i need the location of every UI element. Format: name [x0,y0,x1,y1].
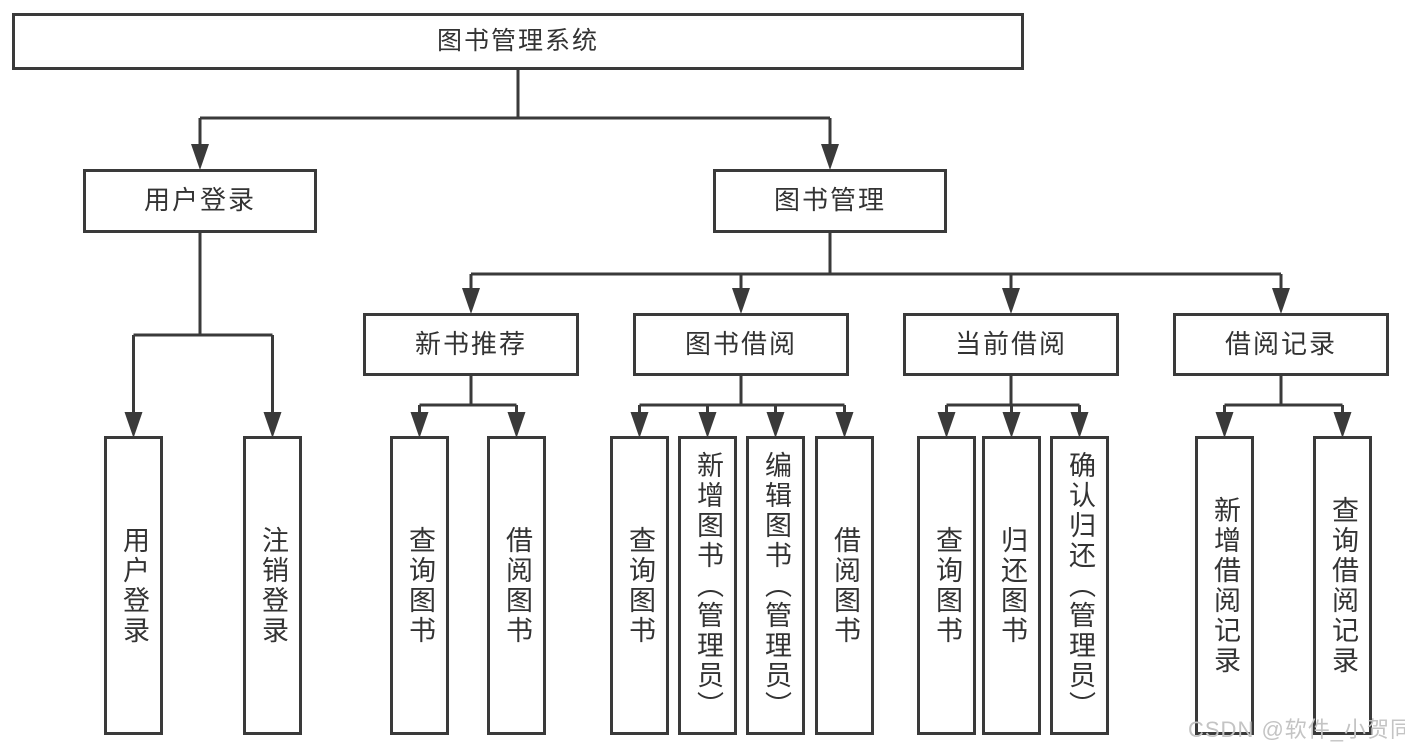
leaf-add-borrow-record-label: 新增借阅记录 [1210,495,1240,676]
leaf-borrow-book-recommend-label: 借阅图书 [502,525,532,646]
node-book-management-label: 图书管理 [773,185,886,216]
leaf-add-borrow-record: 新增借阅记录 [1195,436,1254,735]
leaf-query-book-borrow: 查询图书 [610,436,669,735]
node-root: 图书管理系统 [12,13,1024,70]
node-current-borrow: 当前借阅 [903,313,1119,376]
leaf-borrow-book-recommend: 借阅图书 [487,436,546,735]
leaf-query-book-current: 查询图书 [917,436,976,735]
connector-arrows [124,144,1352,438]
leaf-query-book-recommend-label: 查询图书 [405,525,435,646]
csdn-watermark: CSDN @软件_小贺同学 [1188,717,1405,742]
leaf-query-book-current-label: 查询图书 [932,525,962,646]
leaf-borrow-book-borrow: 借阅图书 [815,436,874,735]
leaf-borrow-book-borrow-label: 借阅图书 [830,525,860,646]
node-book-management: 图书管理 [713,169,947,233]
leaf-edit-book-admin-label: 编辑图书（管理员） [761,450,791,721]
node-root-label: 图书管理系统 [436,27,599,56]
leaf-query-book-recommend: 查询图书 [390,436,449,735]
node-current-borrow-label: 当前借阅 [954,328,1067,359]
node-new-book-recommend-label: 新书推荐 [414,328,527,359]
node-book-borrow: 图书借阅 [633,313,849,376]
node-borrow-records-label: 借阅记录 [1224,328,1337,359]
leaf-add-book-admin: 新增图书（管理员） [678,436,737,735]
leaf-user-login-label: 用户登录 [119,525,149,646]
leaf-query-borrow-record: 查询借阅记录 [1313,436,1372,735]
node-book-borrow-label: 图书借阅 [684,328,797,359]
node-user-login: 用户登录 [83,169,317,233]
leaf-return-book: 归还图书 [982,436,1041,735]
leaf-query-borrow-record-label: 查询借阅记录 [1328,495,1358,676]
leaf-confirm-return-admin-label: 确认归还（管理员） [1065,450,1095,721]
leaf-confirm-return-admin: 确认归还（管理员） [1050,436,1109,735]
leaf-edit-book-admin: 编辑图书（管理员） [746,436,805,735]
leaf-query-book-borrow-label: 查询图书 [625,525,655,646]
leaf-return-book-label: 归还图书 [997,525,1027,646]
node-user-login-label: 用户登录 [143,185,256,216]
leaf-user-login: 用户登录 [104,436,163,735]
node-new-book-recommend: 新书推荐 [363,313,579,376]
leaf-logout-label: 注销登录 [258,525,288,646]
node-borrow-records: 借阅记录 [1173,313,1389,376]
leaf-add-book-admin-label: 新增图书（管理员） [693,450,723,721]
leaf-logout: 注销登录 [243,436,302,735]
